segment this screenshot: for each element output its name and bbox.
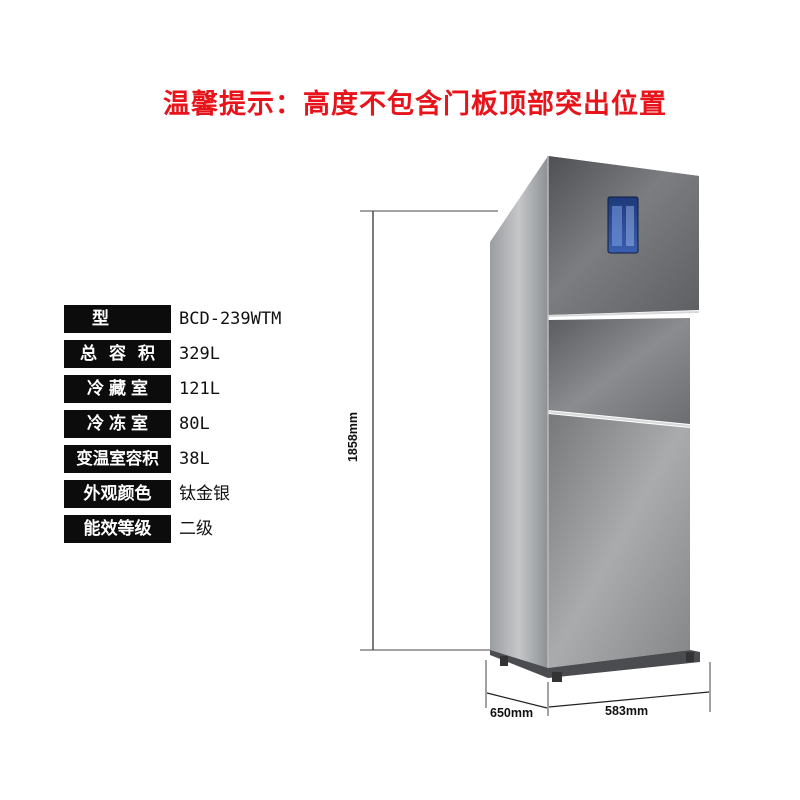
- spec-value: BCD-239WTM: [179, 309, 282, 329]
- spec-label: 外观颜色: [64, 480, 171, 508]
- spec-row-freezer: 冷冻室 80L: [64, 410, 364, 438]
- depth-label: 650mm: [490, 706, 534, 720]
- fridge-base: [490, 650, 700, 678]
- fridge-door-lower: [548, 414, 690, 668]
- spec-label: 变温室容积: [64, 445, 171, 473]
- width-label: 583mm: [605, 704, 649, 718]
- spec-value: 80L: [179, 414, 210, 434]
- height-dimension-line: [360, 210, 498, 651]
- spec-row-fridge: 冷藏室 121L: [64, 375, 364, 403]
- spec-row-model: 型 号 BCD-239WTM: [64, 305, 364, 333]
- fridge-side: [490, 156, 548, 672]
- spec-value: 38L: [179, 449, 210, 469]
- spec-row-variable-temp: 变温室容积 38L: [64, 445, 364, 473]
- spec-label: 冷藏室: [64, 375, 171, 403]
- height-label: 1858mm: [346, 411, 361, 463]
- spec-label: 型 号: [64, 305, 188, 333]
- spec-value: 钛金银: [179, 484, 230, 504]
- spec-value: 329L: [179, 344, 220, 364]
- fridge-drawer-middle: [548, 318, 690, 424]
- spec-row-energy: 能效等级 二级: [64, 515, 364, 543]
- spec-row-color: 外观颜色 钛金银: [64, 480, 364, 508]
- spec-value: 121L: [179, 379, 220, 399]
- spec-row-total-volume: 总容积 329L: [64, 340, 364, 368]
- notice-text: 温馨提示：高度不包含门板顶部突出位置: [163, 89, 667, 120]
- spec-value: 二级: [179, 519, 213, 539]
- spec-label: 冷冻室: [64, 410, 171, 438]
- base-dimension-lines: [485, 660, 711, 716]
- spec-label: 总容积: [64, 340, 171, 368]
- spec-label: 能效等级: [64, 515, 171, 543]
